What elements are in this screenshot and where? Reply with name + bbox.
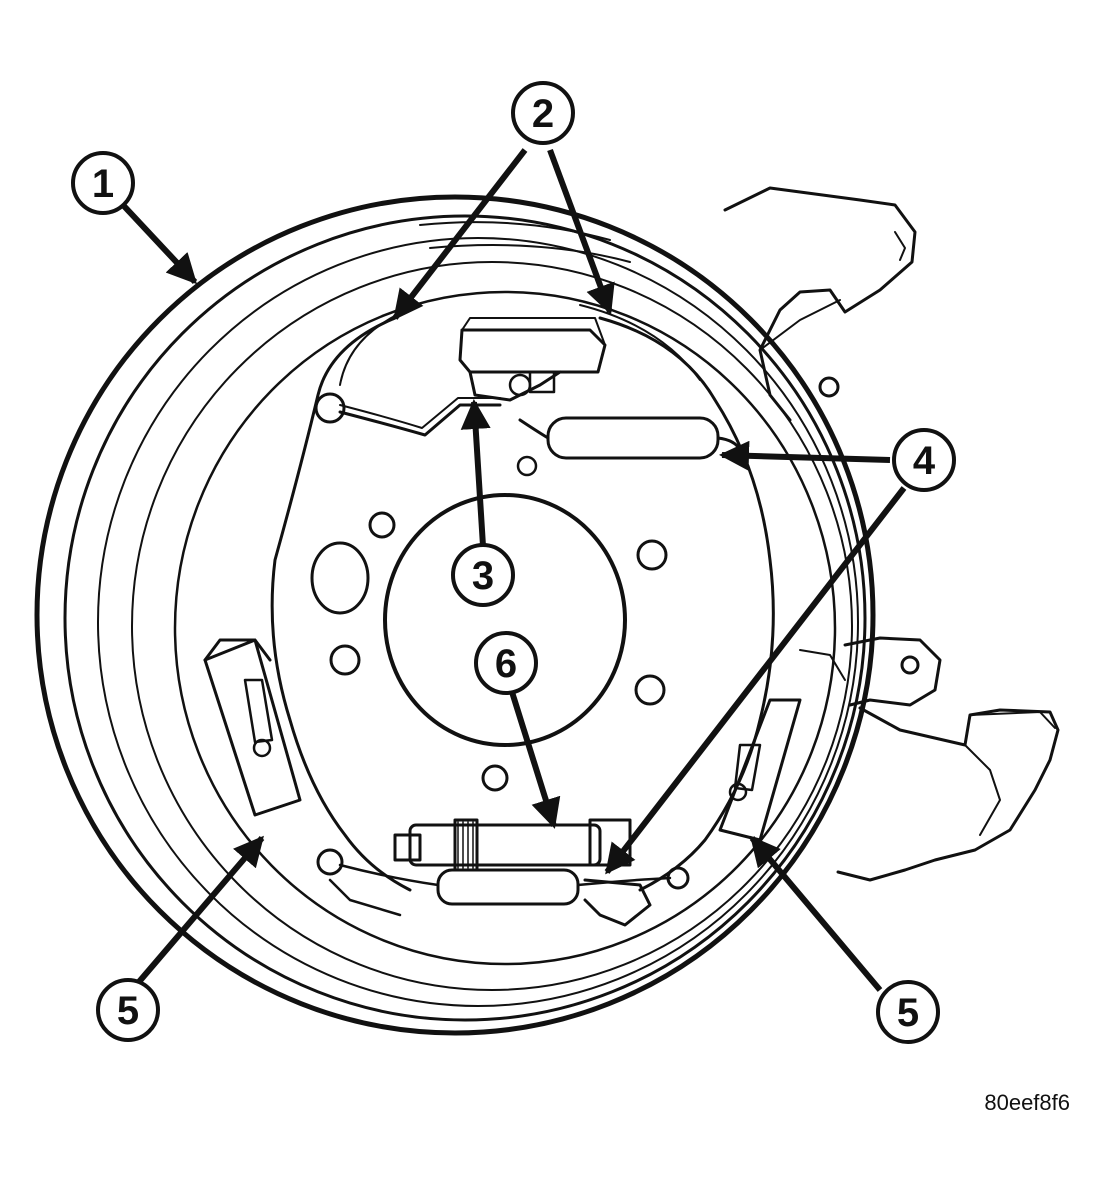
callout-1: 1 xyxy=(71,151,135,215)
callout-3-label: 3 xyxy=(472,554,494,598)
leader-3 xyxy=(460,399,491,547)
leader-5-left xyxy=(135,835,265,985)
figure-code: 80eef8f6 xyxy=(984,1090,1070,1115)
leader-2-right xyxy=(547,148,615,315)
leader-4-upper xyxy=(719,440,891,471)
callout-4: 4 xyxy=(892,428,956,492)
hold-down-clip-left xyxy=(203,638,302,817)
callout-5-right: 5 xyxy=(876,980,940,1044)
leader-1 xyxy=(120,202,198,285)
callout-5-right-label: 5 xyxy=(897,991,919,1035)
wheel-cylinder xyxy=(458,317,607,402)
brake-shoes xyxy=(203,304,846,892)
callout-5-left-label: 5 xyxy=(117,989,139,1033)
upper-return-spring xyxy=(518,416,742,460)
callout-2: 2 xyxy=(511,81,575,145)
leader-6 xyxy=(509,691,561,829)
callout-6-label: 6 xyxy=(495,642,517,686)
axle-hub xyxy=(310,455,668,792)
backing-plate-tabs xyxy=(723,186,1060,882)
callout-4-label: 4 xyxy=(913,439,936,483)
callout-5-left: 5 xyxy=(96,978,160,1042)
callout-1-label: 1 xyxy=(92,162,114,206)
leader-2-left xyxy=(392,148,528,321)
callout-3: 3 xyxy=(451,543,515,607)
leader-5-right xyxy=(749,835,883,992)
callout-2-label: 2 xyxy=(532,92,554,136)
lower-spring xyxy=(316,848,690,927)
drum-rim xyxy=(34,194,876,1036)
leader-lines xyxy=(120,148,907,992)
adjuster-screw xyxy=(393,818,632,872)
callout-6: 6 xyxy=(474,631,538,695)
leader-4-lower xyxy=(604,486,907,875)
adjuster-cable xyxy=(314,392,502,437)
